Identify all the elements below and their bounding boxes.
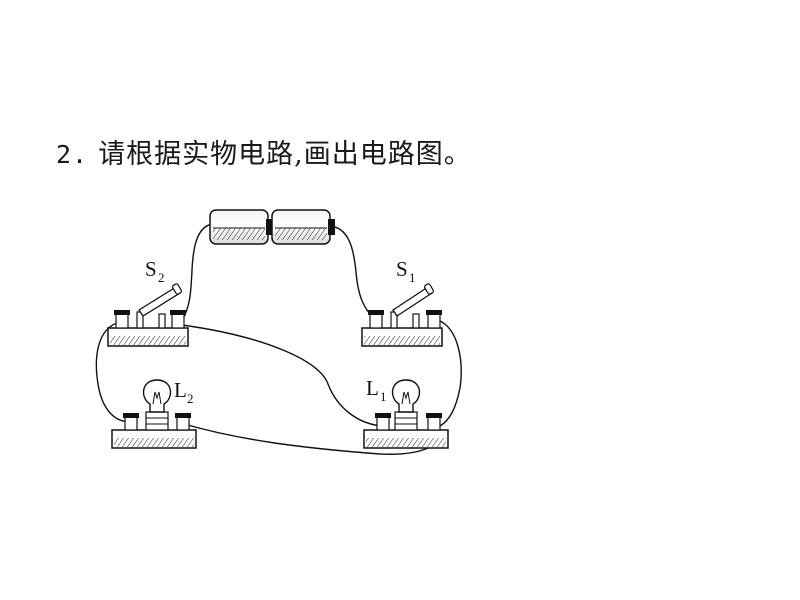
switch-s2-subscript: 2: [158, 270, 165, 285]
lamp-l1-terminal-left: [375, 413, 391, 431]
lamp-l1-subscript: 1: [380, 389, 387, 404]
lamp-l1: L 1: [363, 376, 449, 449]
lamp-l2-terminal-left: [123, 413, 139, 431]
switch-s2: S 2: [107, 257, 189, 347]
wire-battery-to-s2: [181, 223, 214, 321]
lamp-l1-bulb: [391, 379, 421, 413]
switch-s1-label: S: [396, 257, 408, 281]
wire-battery-to-s1: [327, 225, 377, 321]
lamp-l2-label: L: [174, 378, 187, 402]
switch-s1: S 1: [361, 257, 443, 347]
switch-s2-label: S: [145, 257, 157, 281]
battery-cell-right: [271, 209, 335, 245]
switch-s1-subscript: 1: [409, 270, 416, 285]
lamp-l2-bulb: [142, 379, 172, 413]
question-text: 请根据实物电路,画出电路图。: [98, 139, 472, 170]
question-number: 2.: [56, 140, 89, 169]
lamp-l2-subscript: 2: [187, 391, 194, 406]
switch-s1-terminal-right: [426, 310, 442, 329]
lamp-l1-terminal-right: [426, 413, 442, 431]
lamp-l2-terminal-right: [175, 413, 191, 431]
question-prompt: 2. 请根据实物电路,画出电路图。: [56, 132, 472, 171]
switch-s1-terminal-left: [368, 310, 384, 329]
switch-s2-terminal-left: [114, 310, 130, 329]
wire-s2-to-l2: [95, 321, 133, 423]
wire-s2-to-l1: [181, 324, 383, 427]
switch-s2-terminal-right: [170, 310, 186, 329]
battery-cell-left: [209, 209, 273, 245]
battery: [209, 209, 335, 245]
lamp-l2: L 2: [111, 378, 197, 449]
wire-s1-to-l1: [437, 319, 462, 427]
lamp-l1-label: L: [366, 376, 379, 400]
